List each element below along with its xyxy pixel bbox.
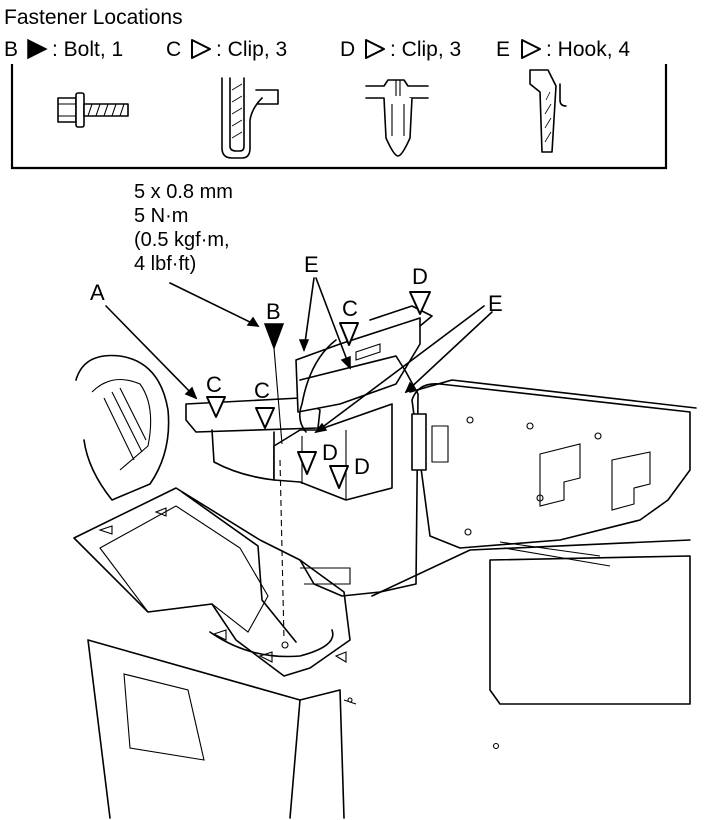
legend-desc-bolt: : Bolt, 1 xyxy=(52,38,123,61)
callout-d-2: D xyxy=(322,440,338,465)
clip-d-marker-1: D xyxy=(409,264,431,315)
callout-c-3: C xyxy=(342,296,358,321)
open-triangle-icon xyxy=(365,39,385,59)
torque-spec-line-4: 4 lbf·ft) xyxy=(134,253,196,275)
callout-e-2: E xyxy=(488,291,503,316)
torque-spec-line-2: 5 N·m xyxy=(134,205,188,227)
legend-box xyxy=(10,64,668,170)
callout-b: B xyxy=(266,299,281,324)
callout-c-2: C xyxy=(254,378,270,403)
legend-key-b: B xyxy=(4,38,18,61)
open-triangle-icon xyxy=(521,39,541,59)
console-illustration xyxy=(73,305,697,819)
callout-e-1: E xyxy=(304,252,319,277)
page-title: Fastener Locations xyxy=(4,6,183,29)
callout-d-1: D xyxy=(412,264,428,289)
legend-item-clip-d: D : Clip, 3 xyxy=(340,38,461,61)
clip-d-marker-3: D xyxy=(329,454,370,489)
filled-triangle-icon xyxy=(27,38,48,60)
torque-spec-line-3: (0.5 kgf·m, xyxy=(134,229,230,251)
legend-desc-clip-c: : Clip, 3 xyxy=(216,38,287,61)
clip-c-marker-3: C xyxy=(339,296,359,346)
clip-d-marker-2: D xyxy=(297,440,338,475)
callout-d-3: D xyxy=(354,454,370,479)
clip-c-marker-1: C xyxy=(206,372,226,418)
legend-desc-clip-d: : Clip, 3 xyxy=(390,38,461,61)
legend-key-d: D xyxy=(340,38,355,61)
legend-key-c: C xyxy=(166,38,181,61)
hook-e-callout-2: E xyxy=(314,291,503,434)
hook-e-callout-1: E xyxy=(298,252,351,370)
clip-c-marker-2: C xyxy=(254,378,275,429)
bolt-icon xyxy=(57,92,129,128)
clip-c-icon xyxy=(221,77,279,159)
callout-a-label: A xyxy=(90,280,105,305)
torque-spec: 5 x 0.8 mm 5 N·m (0.5 kgf·m, 4 lbf·ft) xyxy=(134,181,233,275)
legend-item-clip-c: C : Clip, 3 xyxy=(166,38,287,61)
open-triangle-icon xyxy=(191,39,211,59)
legend: B : Bolt, 1 C : Clip, 3 D : Clip, 3 E : … xyxy=(4,38,630,61)
legend-key-e: E xyxy=(496,38,510,61)
callout-c-1: C xyxy=(206,372,222,397)
clip-d-icon xyxy=(365,79,429,157)
legend-desc-hook: : Hook, 4 xyxy=(546,38,630,61)
hook-e-icon xyxy=(529,69,567,153)
callout-a: A xyxy=(90,280,198,400)
torque-spec-line-1: 5 x 0.8 mm xyxy=(134,181,233,203)
bolt-b-marker xyxy=(263,323,285,351)
torque-leader-line xyxy=(169,282,259,327)
legend-item-hook: E : Hook, 4 xyxy=(496,38,630,61)
bolt-b-callout: B xyxy=(169,282,285,641)
legend-item-bolt: B : Bolt, 1 xyxy=(4,38,123,61)
